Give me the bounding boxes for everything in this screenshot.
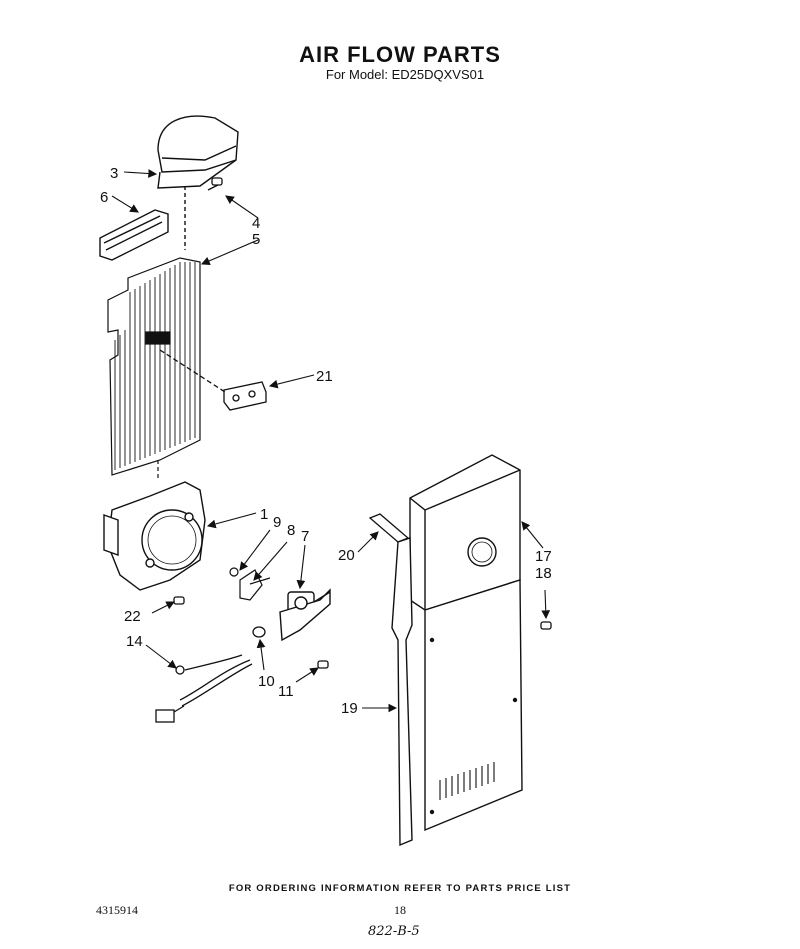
callout-label: 3 — [110, 165, 118, 182]
callout-label: 11 — [278, 683, 294, 700]
air-duct-cover-part — [157, 115, 239, 250]
callout-label: 21 — [316, 368, 333, 385]
callout-label: 17 — [535, 548, 552, 565]
callout-label: 8 — [287, 522, 295, 539]
callout-label: 10 — [258, 673, 275, 690]
grille-part-6 — [99, 209, 169, 261]
model-subtitle: For Model: ED25DQXVS01 — [325, 67, 485, 82]
screw-part-4 — [207, 177, 223, 191]
fan-motor-part-7 — [279, 588, 331, 642]
callout-label: 19 — [341, 700, 358, 717]
ordering-info-note: FOR ORDERING INFORMATION REFER TO PARTS … — [228, 883, 572, 894]
screw-part-18 — [540, 621, 552, 630]
callout-label: 4 — [252, 215, 260, 232]
seal-strip-part-20 — [368, 513, 410, 543]
page-number: 18 — [394, 903, 406, 917]
handwritten-note: 822-B-5 — [368, 924, 420, 939]
grommet-part-10 — [252, 626, 266, 638]
callout-label: 22 — [124, 608, 141, 625]
evaporator-cover-panel-part-5 — [107, 257, 201, 480]
callout-label: 18 — [535, 565, 552, 582]
screw-part-22 — [173, 596, 185, 605]
bracket-part-21 — [159, 349, 267, 411]
document-number: 4315914 — [96, 903, 138, 917]
air-duct-panel-part-17 — [409, 454, 521, 611]
callout-label: 6 — [100, 189, 108, 206]
callout-label: 7 — [301, 528, 309, 545]
wire-harness-part-14 — [155, 654, 253, 723]
duct-channel-part-19 — [391, 537, 523, 847]
callout-label: 20 — [338, 547, 355, 564]
fan-blade-part-8 — [229, 567, 271, 601]
page-title: AIR FLOW PARTS — [299, 42, 501, 67]
callout-label: 1 — [260, 506, 268, 523]
leader-lines — [111, 169, 551, 713]
screw-part-11 — [317, 660, 329, 669]
callout-label: 5 — [252, 231, 260, 248]
callout-label: 9 — [273, 514, 281, 531]
fan-shroud-part-1 — [103, 481, 206, 591]
callout-label: 14 — [126, 633, 143, 650]
